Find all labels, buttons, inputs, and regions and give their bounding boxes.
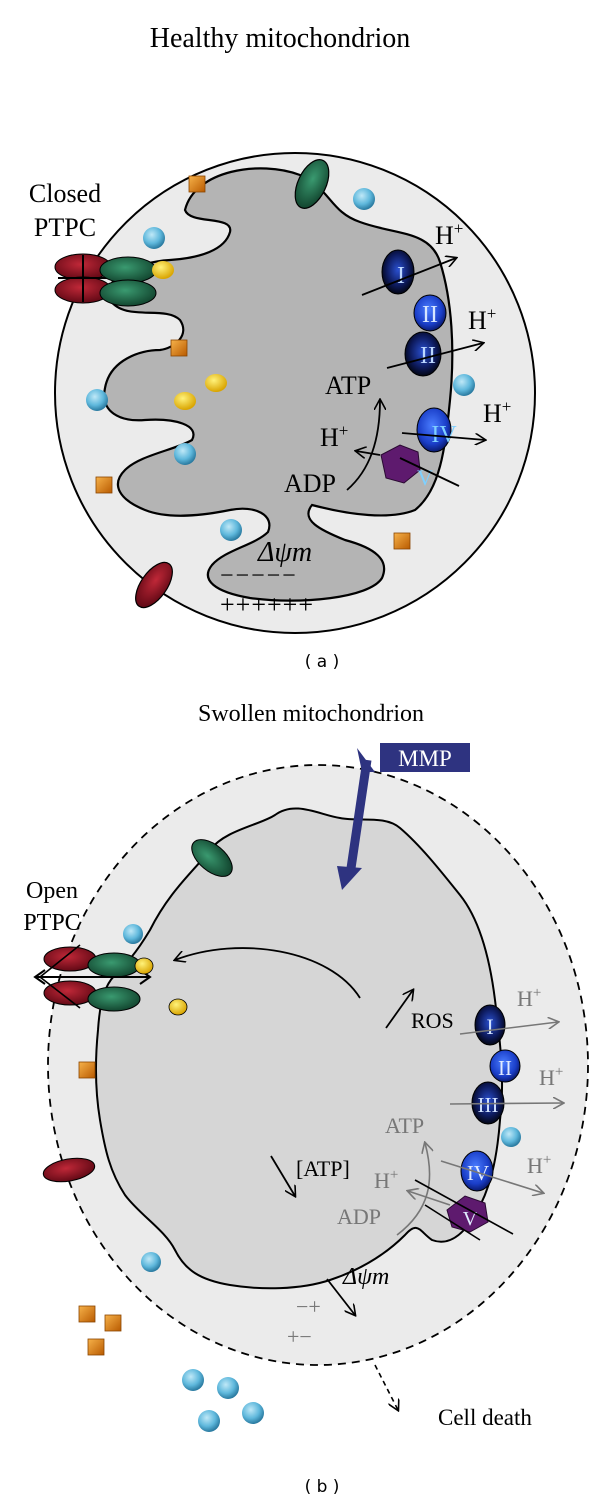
complex-iv-a [416, 407, 452, 453]
vdac-red-b [42, 1157, 96, 1183]
ptpc-label-a-2: PTPC [34, 213, 96, 242]
complex-i-b [474, 1004, 506, 1046]
yellow-particles-a [152, 261, 227, 410]
orange-squares-b [78, 1061, 122, 1356]
adp-label-b: ADP [337, 1204, 381, 1229]
hplus-a-4: H+ [320, 421, 348, 452]
yellow-particles-b [134, 957, 188, 1016]
open-ptpc [33, 944, 152, 1012]
atp-synthase-a [380, 444, 421, 484]
mmp-label: MMP [398, 746, 452, 771]
hplus-b-3: H+ [527, 1152, 551, 1178]
cytochrome-c-a [86, 188, 475, 541]
ant-green-top-b [191, 839, 233, 877]
minus-signs-a: −−−−− [220, 563, 298, 589]
complex-iii-label-b: III [478, 1093, 499, 1117]
cell-death-label: Cell death [438, 1405, 532, 1430]
mmp-arrow [337, 748, 375, 890]
panel-b-title: Swollen mitochondrion [198, 701, 424, 727]
ptpc-label-b-2: PTPC [23, 910, 80, 936]
complex-ii-label-b: II [498, 1056, 512, 1080]
plus-minus-b: +− [287, 1324, 312, 1349]
panel-a-title: Healthy mitochondrion [150, 23, 411, 54]
vdac-red-bottom-a [135, 561, 173, 609]
complex-ii-b [489, 1049, 521, 1083]
complex-v-label-a: V [417, 465, 433, 490]
delta-psi-arrow [326, 1278, 355, 1315]
complex-iii-label-a: II [420, 343, 436, 369]
hplus-b-4: H+ [374, 1167, 398, 1193]
mmp-box [380, 743, 470, 772]
atp-conc-label: [ATP] [296, 1156, 350, 1181]
hplus-a-2: H+ [468, 304, 496, 335]
ros-label: ROS [411, 1008, 454, 1033]
atp-label-a: ATP [325, 371, 371, 400]
atp-conc-arrow [270, 1155, 295, 1196]
complex-ii-label-a: II [422, 302, 438, 328]
complex-ii-a [413, 294, 447, 332]
hplus-b-2: H+ [539, 1064, 563, 1090]
block-cross-2 [424, 1204, 481, 1241]
cell-death-arrow [374, 1364, 398, 1410]
ant-green-top-a [294, 159, 330, 209]
delta-psi-b: Δψm [342, 1264, 389, 1290]
minus-plus-b: −+ [296, 1294, 321, 1319]
inner-membrane-b [94, 807, 504, 1290]
inner-membrane-a [103, 167, 454, 602]
complex-v-label-b: V [463, 1208, 478, 1230]
ptpc-label-a-1: Closed [29, 179, 101, 208]
ros-arrow [385, 990, 413, 1029]
adp-label-a: ADP [284, 469, 336, 498]
ros-curved-arrow [175, 947, 361, 999]
panel-b: Swollen mitochondrion MMP Open PTPC [23, 701, 589, 1497]
atp-label-b: ATP [385, 1113, 424, 1138]
plus-signs-a: ++++++ [220, 590, 314, 619]
panel-a: Healthy mitochondrion Closed PTPC [29, 23, 536, 672]
complex-i-a [381, 249, 415, 295]
orange-squares-a [95, 175, 411, 550]
hplus-b-1: H+ [517, 985, 541, 1011]
caption-b: ( b ) [305, 1477, 340, 1497]
closed-ptpc [54, 253, 157, 307]
delta-psi-a: Δψm [257, 537, 312, 568]
complex-iv-b [460, 1150, 494, 1192]
ptpc-label-b-1: Open [26, 878, 78, 904]
complex-i-label-a: I [397, 263, 405, 289]
caption-a: ( a ) [305, 652, 340, 672]
atp-synthase-b [446, 1195, 489, 1233]
block-cross-1 [414, 1179, 514, 1235]
hplus-a-1: H+ [435, 219, 463, 250]
hplus-a-3: H+ [483, 397, 511, 428]
complex-i-label-b: I [486, 1014, 493, 1039]
cytochrome-c-b [123, 924, 521, 1432]
